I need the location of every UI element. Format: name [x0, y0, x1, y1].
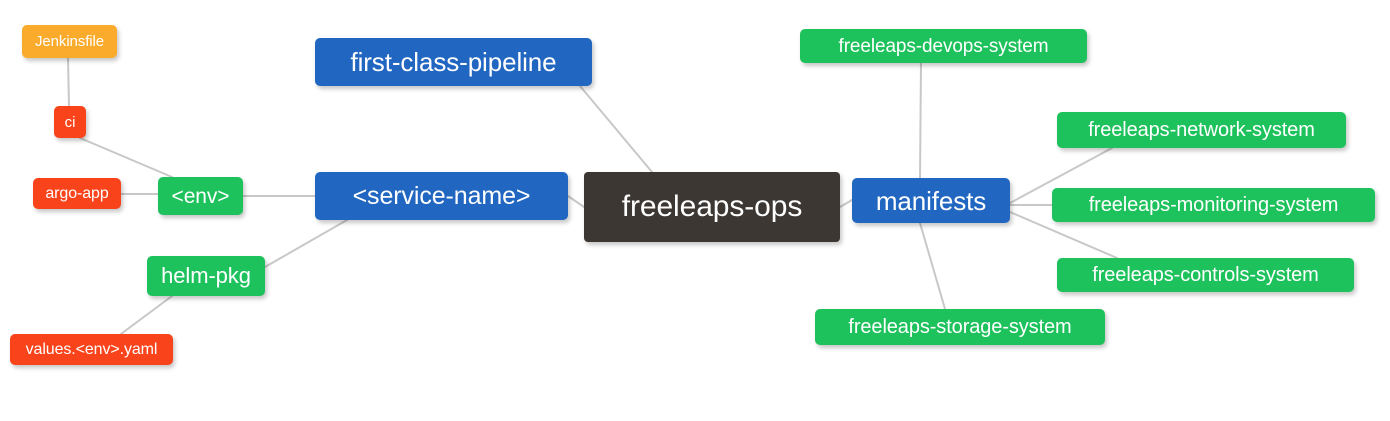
node-freeleaps-ops[interactable]: freeleaps-ops — [584, 172, 840, 242]
edge-manifests-to-freeleaps-devops-system — [919, 62, 922, 179]
node-argo-app[interactable]: argo-app — [33, 178, 121, 209]
node-manifests[interactable]: manifests — [852, 178, 1010, 223]
node-label: freeleaps-ops — [621, 190, 803, 223]
edge-env-to-ci — [79, 137, 173, 178]
node-freeleaps-devops-system[interactable]: freeleaps-devops-system — [800, 29, 1087, 63]
node-label: <service-name> — [352, 181, 531, 210]
node-values-env-yaml[interactable]: values.<env>.yaml — [10, 334, 173, 365]
node-label: ci — [64, 113, 76, 131]
node-label: <env> — [171, 184, 230, 208]
node-service-name[interactable]: <service-name> — [315, 172, 568, 220]
node-label: freeleaps-controls-system — [1092, 264, 1319, 286]
edge-service-name-to-helm-pkg — [264, 219, 348, 268]
node-label: argo-app — [45, 184, 109, 202]
node-jenkinsfile[interactable]: Jenkinsfile — [22, 25, 117, 58]
node-label: Jenkinsfile — [35, 33, 104, 50]
node-freeleaps-controls-system[interactable]: freeleaps-controls-system — [1057, 258, 1354, 292]
node-label: freeleaps-network-system — [1088, 119, 1315, 141]
node-label: freeleaps-monitoring-system — [1088, 194, 1339, 216]
edge-freeleaps-ops-to-first-class-pipeline — [579, 85, 653, 173]
node-label: first-class-pipeline — [350, 47, 557, 77]
edge-ci-to-jenkinsfile — [67, 57, 70, 107]
node-label: manifests — [875, 185, 987, 216]
node-label: freeleaps-storage-system — [848, 316, 1072, 338]
node-freeleaps-monitoring-system[interactable]: freeleaps-monitoring-system — [1052, 188, 1375, 222]
node-helm-pkg[interactable]: helm-pkg — [147, 256, 265, 296]
node-env[interactable]: <env> — [158, 177, 243, 215]
edge-helm-pkg-to-values-env-yaml — [120, 295, 173, 335]
node-ci[interactable]: ci — [54, 106, 86, 138]
node-label: helm-pkg — [161, 263, 251, 288]
node-freeleaps-network-system[interactable]: freeleaps-network-system — [1057, 112, 1346, 148]
edge-manifests-to-freeleaps-storage-system — [919, 222, 946, 310]
edge-freeleaps-ops-to-manifests — [839, 199, 853, 208]
edge-freeleaps-ops-to-service-name — [567, 195, 585, 208]
node-first-class-pipeline[interactable]: first-class-pipeline — [315, 38, 592, 86]
node-freeleaps-storage-system[interactable]: freeleaps-storage-system — [815, 309, 1105, 345]
node-label: freeleaps-devops-system — [838, 35, 1049, 57]
node-label: values.<env>.yaml — [25, 340, 158, 358]
